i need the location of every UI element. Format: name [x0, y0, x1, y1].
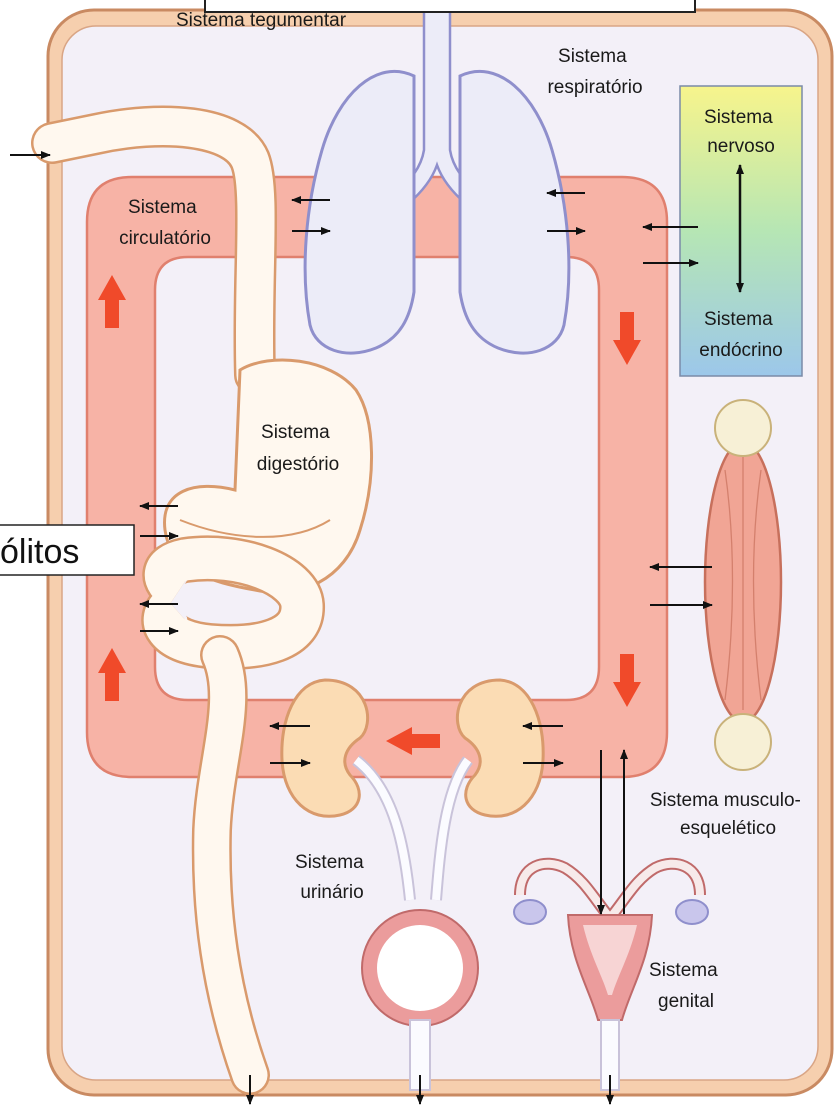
- overlay-left-box-text: ólitos: [0, 533, 79, 571]
- overlay-left-box: ólitos: [0, 525, 134, 575]
- tendon-bottom: [715, 714, 771, 770]
- bladder-lumen: [377, 925, 463, 1011]
- right-ovary: [676, 900, 708, 924]
- label-tegumentar: Sistema tegumentar: [176, 10, 347, 31]
- tendon-top: [715, 400, 771, 456]
- overlay-top-box: [205, 0, 695, 12]
- left-ovary: [514, 900, 546, 924]
